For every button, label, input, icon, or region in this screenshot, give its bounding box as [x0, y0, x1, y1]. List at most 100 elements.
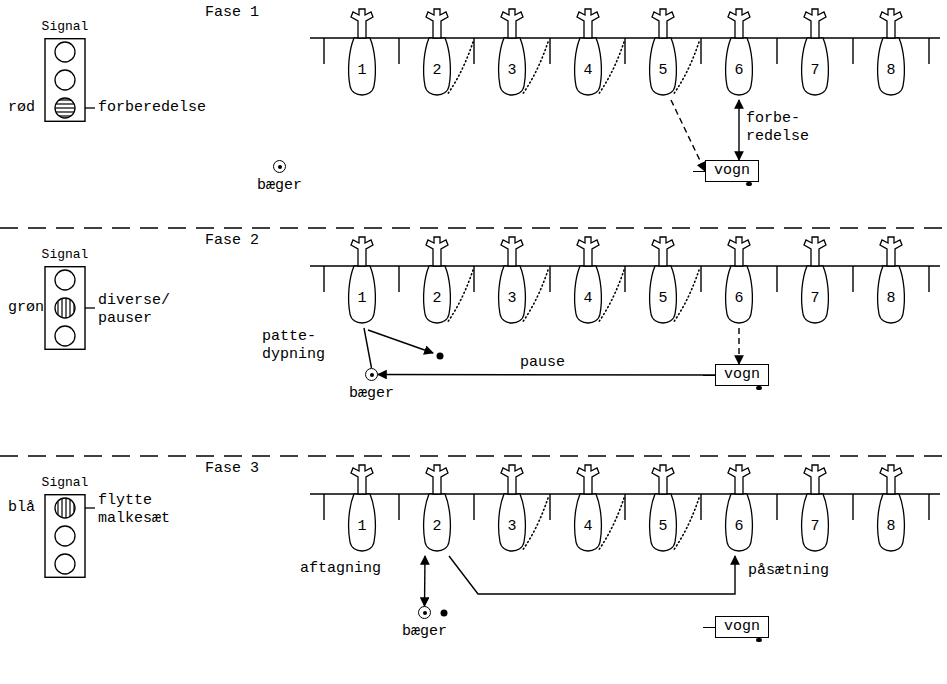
cow-number: 8 — [869, 518, 913, 536]
signal-heading: Signal — [40, 246, 90, 264]
cow: 2 — [415, 464, 459, 556]
flow-arrow — [424, 556, 426, 606]
task-label: patte- dypning — [262, 328, 334, 364]
cart-label: vogn — [714, 162, 750, 179]
cow-outline — [490, 464, 534, 556]
stall-divider — [928, 266, 929, 292]
stall-divider — [852, 38, 853, 64]
cow: 5 — [641, 464, 685, 556]
cow-outline — [641, 8, 685, 100]
stall-divider — [473, 494, 474, 520]
cow-outline — [793, 236, 837, 328]
cow-number: 8 — [869, 290, 913, 308]
cow-outline — [869, 464, 913, 556]
phase-title: Fase 3 — [205, 460, 259, 478]
cow-number: 1 — [340, 290, 384, 308]
cart-handle — [703, 627, 715, 628]
signal-lamp: Signal — [40, 474, 90, 578]
cow-number: 6 — [717, 62, 761, 80]
cow-number: 7 — [793, 290, 837, 308]
cow-outline — [641, 464, 685, 556]
cart-wheel — [756, 638, 762, 642]
cow: 8 — [869, 464, 913, 556]
signal-meaning: forberedelse — [98, 99, 206, 117]
stall-divider — [549, 494, 550, 520]
cow-number: 5 — [641, 62, 685, 80]
stall-divider — [776, 494, 777, 520]
cart-label: vogn — [724, 366, 760, 383]
cow: 6 — [717, 8, 761, 100]
cart-box: vogn — [715, 364, 769, 386]
cow: 6 — [717, 464, 761, 556]
cow-outline — [717, 8, 761, 100]
cart-box: vogn — [715, 616, 769, 638]
cow: 7 — [793, 8, 837, 100]
stall-divider — [928, 494, 929, 520]
flow-arrow — [738, 328, 739, 364]
signal-colour: grøn — [8, 299, 44, 317]
stall-divider — [700, 38, 701, 64]
flow-arrow — [378, 374, 715, 376]
cow-outline — [869, 236, 913, 328]
stall-divider — [323, 494, 324, 520]
cow-number: 8 — [869, 62, 913, 80]
cow-number: 4 — [566, 518, 610, 536]
cow: 5 — [641, 8, 685, 100]
signal-lamp: Signal — [40, 246, 90, 350]
cart-box: vogn — [705, 160, 759, 182]
cow-outline — [717, 464, 761, 556]
cart-wheel — [746, 182, 752, 186]
phase-divider — [0, 228, 947, 456]
cow-number: 4 — [566, 62, 610, 80]
stall-divider — [398, 494, 399, 520]
phase-title: Fase 1 — [205, 4, 259, 22]
cart-handle — [703, 375, 715, 376]
cow-number: 3 — [490, 62, 534, 80]
signal-box — [40, 494, 90, 578]
cow-number: 5 — [641, 290, 685, 308]
stall-divider — [852, 494, 853, 520]
cart-wheel — [756, 386, 762, 390]
cow-number: 2 — [415, 290, 459, 308]
cow-outline — [566, 464, 610, 556]
cow: 2 — [415, 236, 459, 328]
cow: 1 — [340, 8, 384, 100]
cow: 4 — [566, 464, 610, 556]
cow-outline — [490, 236, 534, 328]
edge-label: pause — [520, 354, 565, 372]
dipping-arrow — [368, 330, 433, 353]
cart-handle — [693, 171, 705, 172]
cow-outline — [717, 236, 761, 328]
cow-outline — [641, 236, 685, 328]
signal-lamp: Signal — [40, 18, 90, 122]
cow-outline — [793, 464, 837, 556]
dip-cup-dot — [437, 353, 444, 360]
cow: 6 — [717, 236, 761, 328]
cow-outline — [415, 464, 459, 556]
cow-outline — [566, 236, 610, 328]
signal-heading: Signal — [40, 18, 90, 36]
dip-cup-dot — [441, 610, 448, 617]
stall-divider — [928, 38, 929, 64]
cow-outline — [340, 8, 384, 100]
cow-outline — [415, 236, 459, 328]
cow-number: 2 — [415, 62, 459, 80]
cart-label: vogn — [724, 618, 760, 635]
signal-heading: Signal — [40, 474, 90, 492]
cow: 3 — [490, 464, 534, 556]
cup-bucket: bæger — [418, 606, 431, 619]
cow: 8 — [869, 8, 913, 100]
bucket-center — [278, 165, 282, 169]
stall-divider — [398, 266, 399, 292]
bucket-center — [370, 373, 374, 377]
cow-outline — [566, 8, 610, 100]
cow-outline — [869, 8, 913, 100]
cow-number: 7 — [793, 62, 837, 80]
cow: 1 — [340, 464, 384, 556]
phase-title: Fase 2 — [205, 232, 259, 250]
cow-number: 1 — [340, 62, 384, 80]
cow-outline — [340, 464, 384, 556]
cow: 4 — [566, 8, 610, 100]
signal-colour: blå — [8, 499, 35, 517]
stall-divider — [323, 38, 324, 64]
